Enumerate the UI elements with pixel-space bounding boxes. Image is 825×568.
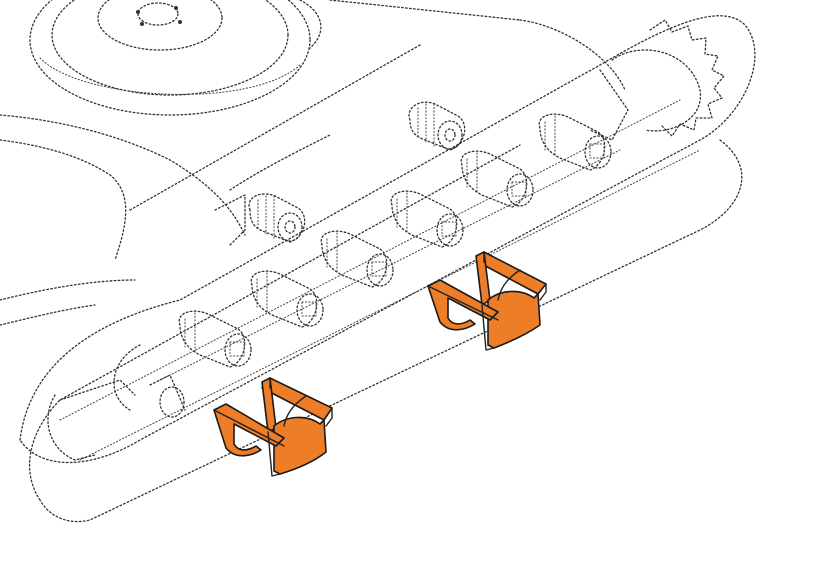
- roller-frame-line: [159, 149, 621, 381]
- carrier-roller-upper: [408, 101, 466, 151]
- slewing-ring: [29, 0, 322, 116]
- track-roller-1: [538, 113, 612, 171]
- track-roller-2: [460, 150, 534, 208]
- car-body-frame: [0, 0, 626, 326]
- track-roller-3: [390, 190, 464, 248]
- track-guide-rear: [427, 251, 547, 351]
- carrier-roller-lower: [214, 193, 306, 246]
- track-roller-6: [178, 310, 252, 368]
- track-roller-4: [320, 230, 394, 288]
- idler-partial: [149, 374, 186, 418]
- track-roller-5: [250, 270, 324, 328]
- sprocket: [589, 19, 725, 141]
- track-guide-front: [213, 377, 333, 477]
- track-frame: [19, 15, 756, 523]
